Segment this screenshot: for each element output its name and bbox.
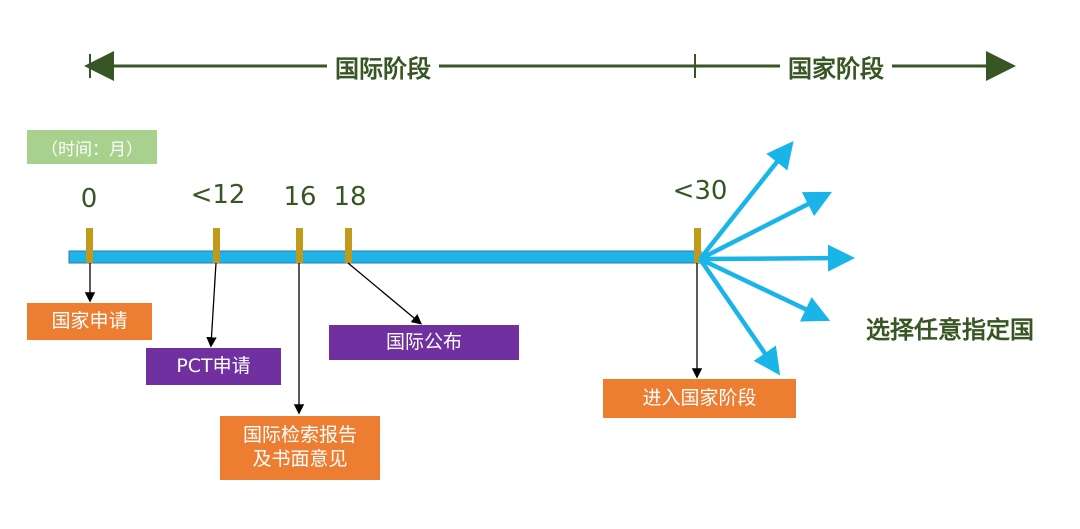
timeline-bar — [68, 250, 702, 264]
phase-label-international: 国际阶段 — [327, 49, 439, 84]
search-report-line-2: 及书面意见 — [252, 448, 348, 470]
fan-arrow-3 — [699, 244, 855, 272]
time-unit-label: （时间：月） — [27, 130, 157, 164]
search-report-box: 国际检索报告 及书面意见 — [220, 416, 380, 480]
tick-marker-16 — [296, 228, 303, 263]
tick-marker-18 — [345, 228, 352, 263]
enter-national-phase-box: 进入国家阶段 — [603, 379, 796, 418]
fan-arrow-5 — [698, 257, 781, 376]
tick-label-30: <30 — [672, 176, 728, 206]
fan-arrow-2 — [698, 191, 833, 262]
tick-label-12: <12 — [190, 180, 246, 210]
tick-marker-30 — [694, 228, 701, 263]
international-publication-box: 国际公布 — [329, 325, 519, 360]
phase-label-national: 国家阶段 — [780, 49, 892, 84]
tick-label-18: 18 — [333, 182, 367, 212]
tick-label-0: 0 — [80, 184, 98, 214]
national-application-box: 国家申请 — [27, 303, 152, 340]
connector-publication — [347, 262, 422, 325]
fan-arrow-1 — [698, 140, 794, 261]
tick-label-16: 16 — [283, 182, 317, 212]
tick-marker-12 — [213, 228, 220, 263]
connector-pct-application — [206, 262, 217, 348]
tick-marker-0 — [86, 228, 93, 263]
destination-label: 选择任意指定国 — [866, 316, 1034, 344]
pct-application-box: PCT申请 — [146, 348, 281, 385]
fan-arrow-4 — [699, 256, 831, 322]
search-report-line-1: 国际检索报告 — [242, 424, 357, 447]
